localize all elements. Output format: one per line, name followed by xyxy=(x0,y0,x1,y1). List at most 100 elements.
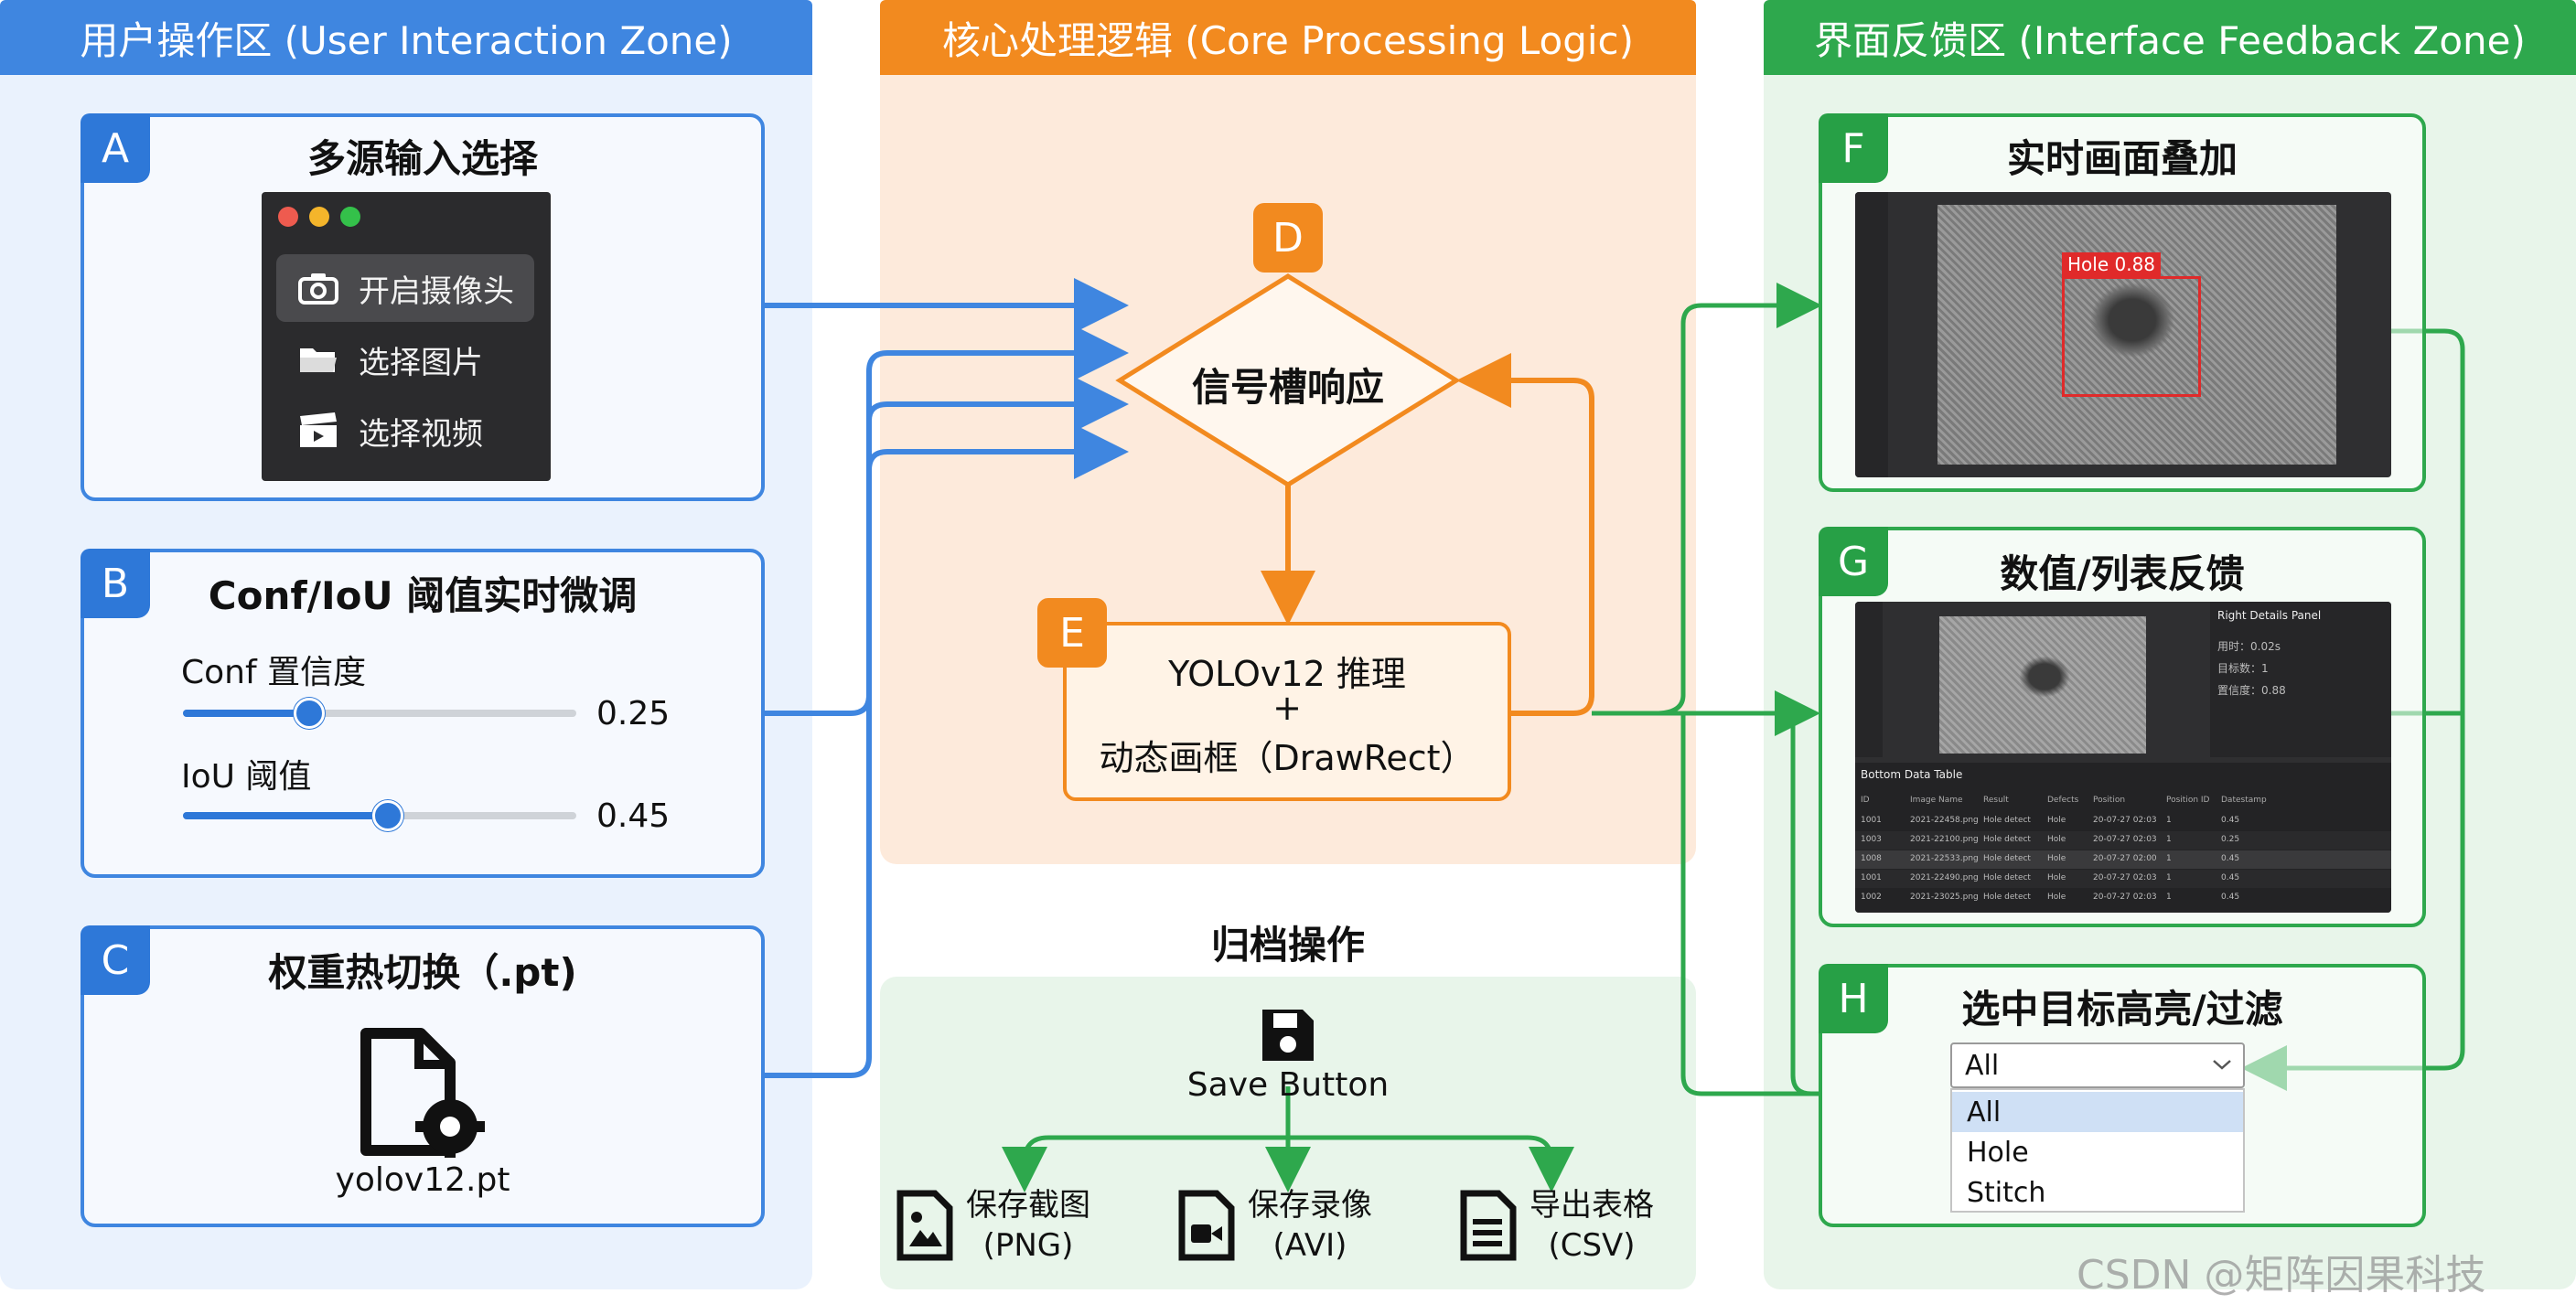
table-cell: 2021-22533.png xyxy=(1910,854,1979,863)
table-row[interactable] xyxy=(1855,870,2391,888)
table-header-cell: Datestamp xyxy=(2221,796,2267,805)
preview-hole xyxy=(2020,657,2069,697)
iou-slider-handle[interactable] xyxy=(371,800,403,831)
core-connectors xyxy=(1261,353,1594,716)
menu-item-hover-bg xyxy=(276,254,534,322)
save-screenshot-action[interactable]: 保存截图(PNG) xyxy=(896,1185,1090,1266)
node-e-line1: YOLOv12 推理 xyxy=(1168,654,1406,694)
table-header-cell: Image Name xyxy=(1910,796,1963,805)
export-table-action[interactable]: 导出表格(CSV) xyxy=(1460,1185,1654,1266)
table-cell: Hole xyxy=(2047,854,2066,863)
table-header-cell: Result xyxy=(1983,796,2009,805)
node-e-line2: + xyxy=(1272,688,1302,728)
dropdown-option-hole[interactable]: Hole xyxy=(1967,1136,2029,1169)
video-file-icon xyxy=(1178,1190,1235,1261)
save-button[interactable]: Save Button xyxy=(1186,1066,1390,1104)
detection-label: Hole 0.88 xyxy=(2062,252,2162,276)
table-cell: 0.45 xyxy=(2221,816,2240,825)
signal-slot-diamond xyxy=(1115,273,1461,487)
card-f-title: 实时画面叠加 xyxy=(2006,136,2238,181)
card-g-badge: G xyxy=(1819,527,1888,596)
export-table-format: (CSV) xyxy=(1548,1227,1636,1264)
node-d-badge: D xyxy=(1253,203,1323,273)
folder-icon xyxy=(300,348,337,372)
table-cell: Hole xyxy=(2047,816,2066,825)
menu-item-label: 选择视频 xyxy=(359,415,483,453)
table-title: Bottom Data Table xyxy=(1861,768,1963,781)
card-h-title: 选中目标高亮/过滤 xyxy=(1961,987,2283,1032)
menu-item-label: 开启摄像头 xyxy=(359,273,514,310)
table-cell: Hole detect xyxy=(1983,873,2031,882)
table-cell: Hole detect xyxy=(1983,835,2031,844)
card-c-badge: C xyxy=(80,925,150,995)
input-menu-window: 开启摄像头 选择图片 选择视频 xyxy=(262,192,551,481)
window-maximize-dot[interactable] xyxy=(340,207,360,227)
input-connectors xyxy=(765,278,1129,1078)
table-row[interactable] xyxy=(1855,850,2391,869)
conf-slider-track[interactable] xyxy=(183,710,576,717)
table-cell: 0.45 xyxy=(2221,854,2240,863)
conf-slider-handle[interactable] xyxy=(293,698,325,729)
conf-slider-label: Conf 置信度 xyxy=(181,654,367,691)
table-cell: 1 xyxy=(2166,835,2172,844)
card-a-title: 多源输入选择 xyxy=(306,136,538,181)
table-cell: 0.45 xyxy=(2221,893,2240,902)
save-recording-action[interactable]: 保存录像(AVI) xyxy=(1178,1185,1372,1266)
menu-item-select-image[interactable]: 选择图片 xyxy=(298,337,483,382)
table-cell: 1 xyxy=(2166,854,2172,863)
dropdown-option-all[interactable]: All xyxy=(1952,1092,2243,1132)
archive-title: 归档操作 xyxy=(1210,923,1365,968)
window-minimize-dot[interactable] xyxy=(309,207,329,227)
document-file-icon xyxy=(1460,1190,1517,1261)
table-header-cell: Position ID xyxy=(2166,796,2210,805)
screenshot-sidebar xyxy=(1855,192,1888,477)
weight-file-settings-icon[interactable] xyxy=(359,1028,487,1158)
details-count: 目标数：1 xyxy=(2217,662,2269,675)
table-cell: 20-07-27 02:03 xyxy=(2093,873,2157,882)
iou-slider-fill xyxy=(183,812,388,819)
table-cell: 20-07-27 02:03 xyxy=(2093,816,2157,825)
table-cell: 20-07-27 02:03 xyxy=(2093,893,2157,902)
save-recording-format: (AVI) xyxy=(1272,1227,1347,1264)
filter-dropdown-value: All xyxy=(1965,1050,2000,1082)
table-cell: 1002 xyxy=(1861,893,1882,902)
dropdown-option-stitch[interactable]: Stitch xyxy=(1967,1176,2046,1209)
table-cell: 1003 xyxy=(1861,835,1882,844)
table-cell: 2021-23025.png xyxy=(1910,893,1979,902)
camera-icon xyxy=(298,273,338,305)
table-cell: 20-07-27 02:03 xyxy=(2093,835,2157,844)
table-cell: 1 xyxy=(2166,893,2172,902)
table-cell: 2021-22458.png xyxy=(1910,816,1979,825)
details-time: 用时：0.02s xyxy=(2217,640,2281,653)
card-f-badge: F xyxy=(1819,113,1888,183)
table-cell: 1001 xyxy=(1861,816,1882,825)
menu-item-open-camera[interactable]: 开启摄像头 xyxy=(298,265,514,311)
card-a-badge: A xyxy=(80,113,150,183)
inference-box xyxy=(1063,622,1511,801)
window-close-dot[interactable] xyxy=(278,207,298,227)
hole-defect xyxy=(2091,283,2174,357)
filter-dropdown[interactable]: All xyxy=(1950,1042,2245,1088)
save-screenshot-label: 保存截图 xyxy=(966,1187,1090,1224)
iou-slider-label: IoU 阈值 xyxy=(181,758,312,796)
card-b-badge: B xyxy=(80,549,150,618)
table-cell: 2021-22490.png xyxy=(1910,873,1979,882)
user-zone-header: 用户操作区 (User Interaction Zone) xyxy=(0,0,812,75)
card-h-badge: H xyxy=(1819,964,1888,1033)
menu-item-label: 选择图片 xyxy=(359,344,483,381)
watermark: CSDN @矩阵因果科技 xyxy=(2077,1252,2486,1299)
table-cell: Hole xyxy=(2047,835,2066,844)
save-floppy-icon[interactable] xyxy=(1261,1008,1315,1063)
screenshot-sidebar xyxy=(1855,602,1883,757)
details-panel-title: Right Details Panel xyxy=(2217,609,2322,622)
table-row[interactable] xyxy=(1855,831,2391,850)
table-cell: Hole detect xyxy=(1983,893,2031,902)
detection-box xyxy=(2062,276,2201,397)
details-confidence: 置信度：0.88 xyxy=(2217,684,2286,697)
table-cell: 0.45 xyxy=(2221,873,2240,882)
export-table-label: 导出表格 xyxy=(1530,1187,1654,1224)
weight-file-name: yolov12.pt xyxy=(335,1161,510,1199)
menu-item-select-video[interactable]: 选择视频 xyxy=(298,408,483,454)
